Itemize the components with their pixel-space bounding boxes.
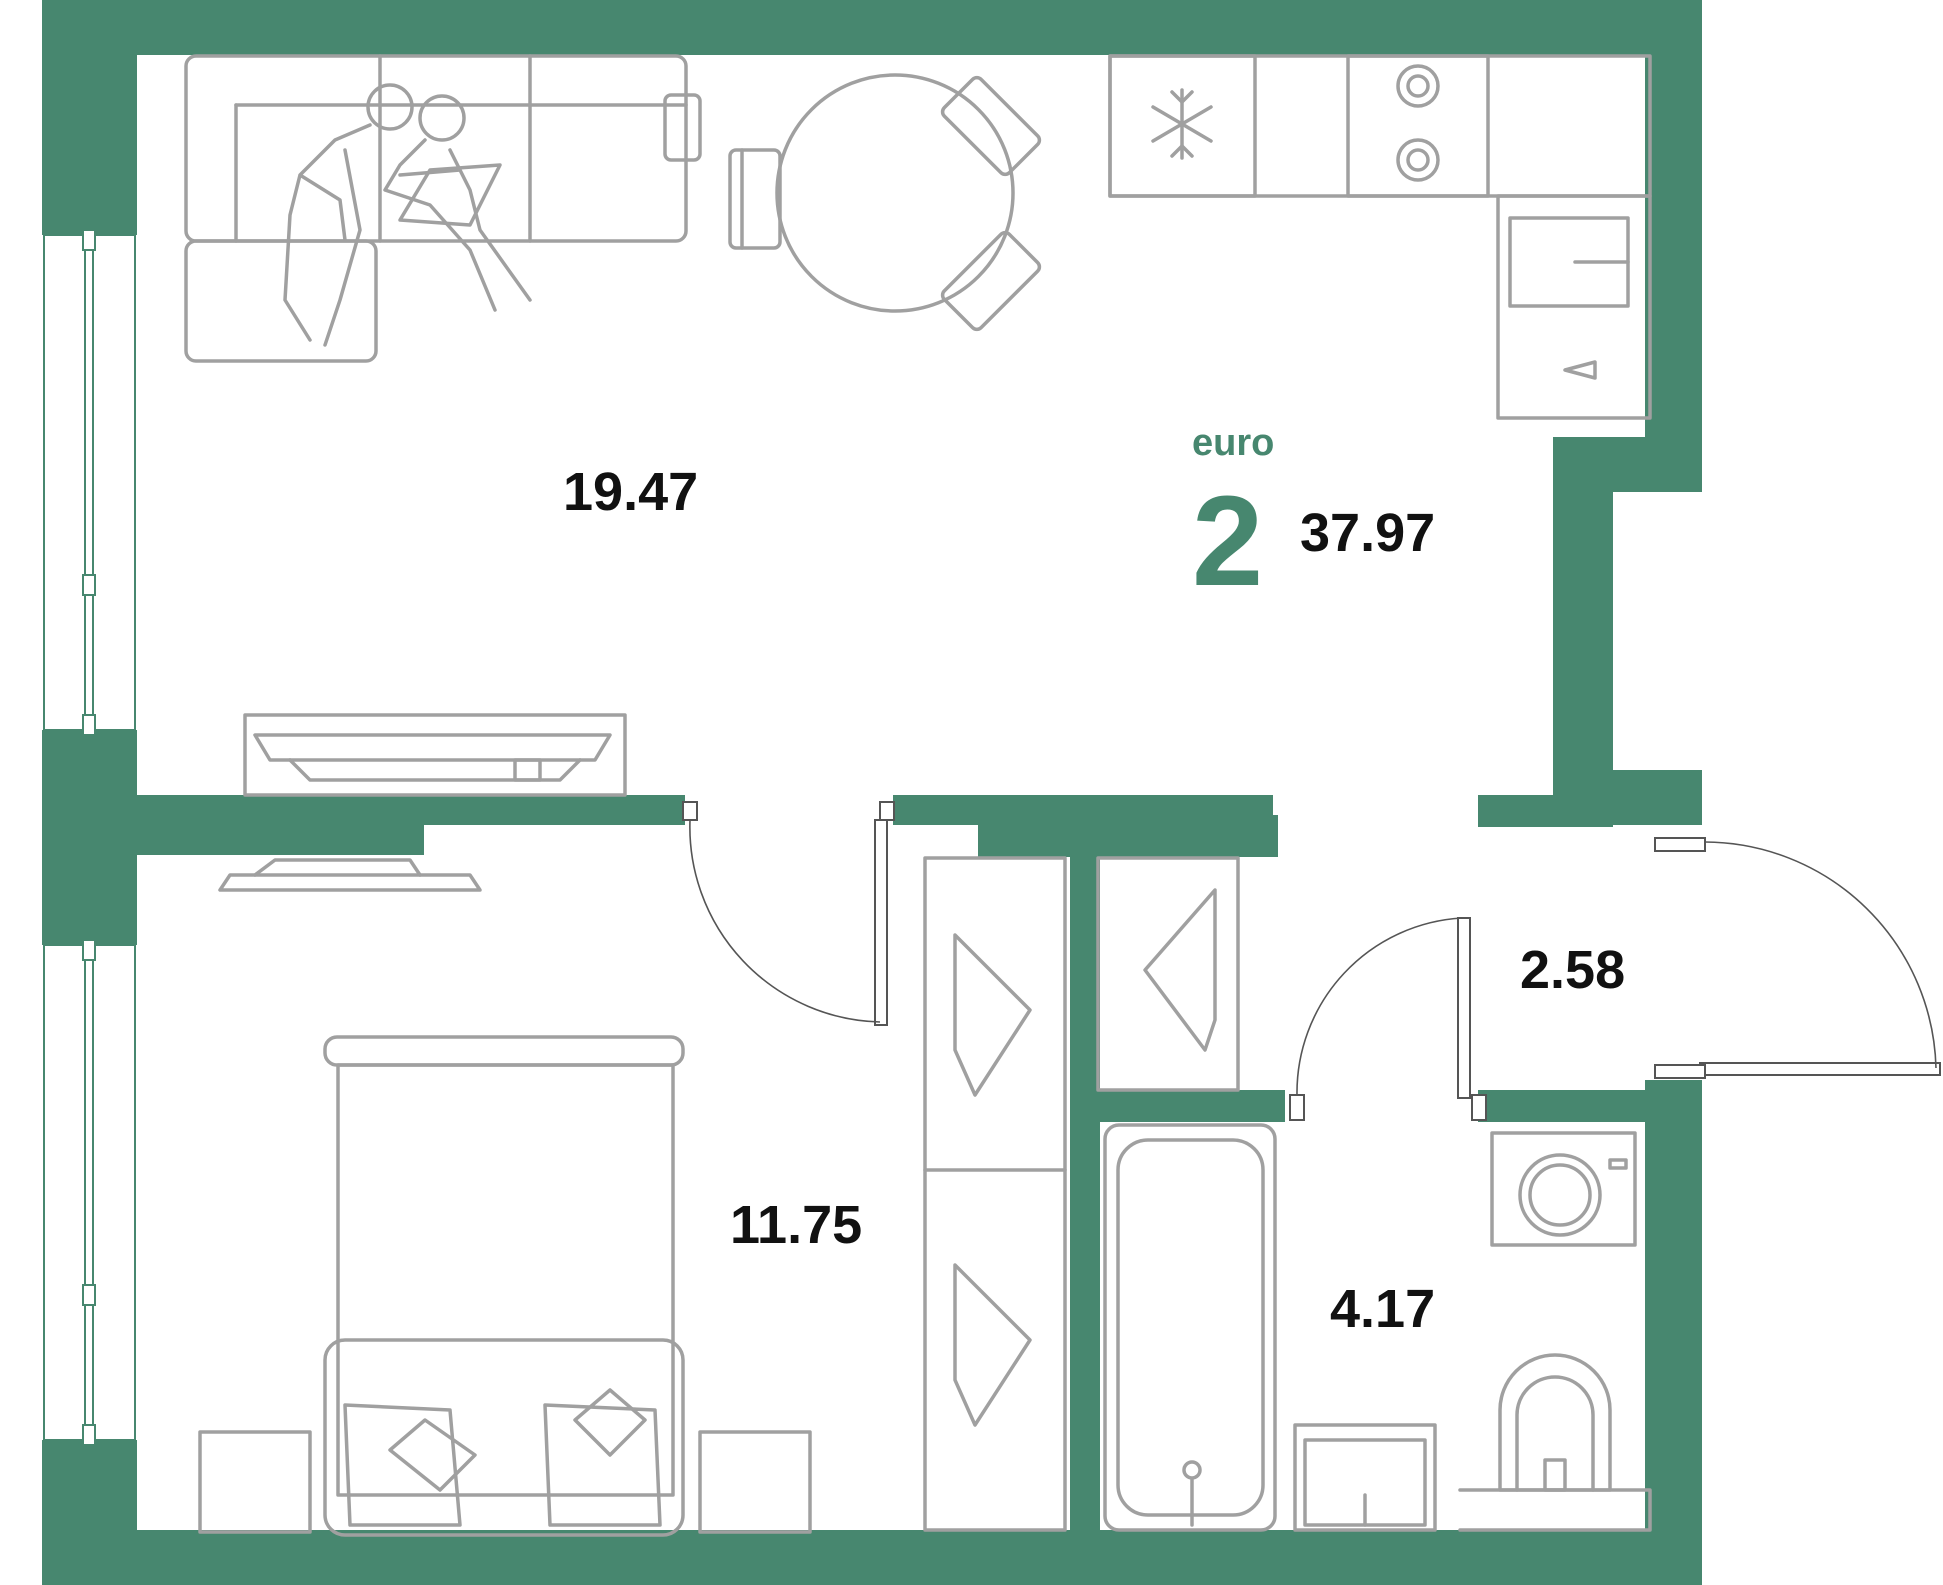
wall-bottom — [42, 1530, 1702, 1585]
wall-partition-thick — [137, 825, 424, 855]
faucet-icon — [1563, 360, 1597, 380]
hall-area: 2.58 — [1520, 940, 1626, 1000]
hanger-icon — [1143, 888, 1217, 1052]
people-icon — [283, 83, 532, 347]
doors — [682, 801, 1941, 1121]
hanger-icon — [953, 1263, 1032, 1427]
walls — [42, 0, 1702, 1585]
bathroom-area: 4.17 — [1330, 1279, 1436, 1339]
wall-right-recess — [1553, 437, 1702, 492]
tv-stand — [243, 713, 627, 797]
hanger-icon — [953, 933, 1032, 1097]
closet — [1096, 856, 1240, 1092]
wall-right-recess-bottom — [1610, 770, 1702, 825]
bathtub — [1103, 1123, 1277, 1532]
windows — [43, 229, 136, 1446]
tv-bedroom — [218, 858, 482, 892]
door-entrance — [1699, 1062, 1941, 1076]
wall-closet-bath — [1070, 857, 1100, 1530]
nightstand-left — [198, 1430, 312, 1534]
wall-left-upper — [42, 0, 137, 235]
dining-table — [728, 73, 1042, 332]
snowflake-icon — [1151, 88, 1213, 160]
bedroom-area: 11.75 — [730, 1195, 863, 1255]
washer-icon — [1490, 1131, 1637, 1247]
wardrobe — [923, 856, 1067, 1532]
living-room-area: 19.47 — [563, 462, 699, 522]
wall-right-lower — [1645, 1080, 1702, 1585]
window-living — [43, 234, 136, 731]
wall-partition-mid-thick — [978, 815, 1278, 857]
door-bathroom — [1457, 917, 1471, 1099]
total-area: 37.97 — [1300, 503, 1436, 563]
kitchen — [1108, 54, 1652, 420]
wall-left-lower — [42, 1440, 137, 1585]
wall-top — [42, 0, 1702, 55]
toilet-icon — [1458, 1353, 1652, 1532]
wall-hall-stub — [1478, 795, 1613, 827]
sofa — [184, 54, 702, 363]
wall-bath-hall-right — [1478, 1090, 1702, 1122]
nightstand-right — [698, 1430, 812, 1534]
apartment-type-label: euro — [1192, 422, 1275, 464]
window-bedroom — [43, 944, 136, 1441]
furniture — [184, 54, 1652, 1537]
wall-right-step — [1553, 437, 1613, 795]
wall-partition-left — [137, 795, 685, 825]
wall-right-top — [1645, 0, 1702, 490]
door-bedroom — [874, 819, 888, 1026]
bed — [323, 1035, 685, 1537]
bathroom-sink — [1293, 1423, 1437, 1532]
wall-closet-bottom — [1070, 1090, 1285, 1122]
room-count: 2 — [1192, 470, 1264, 613]
wall-left-middle — [42, 730, 137, 945]
